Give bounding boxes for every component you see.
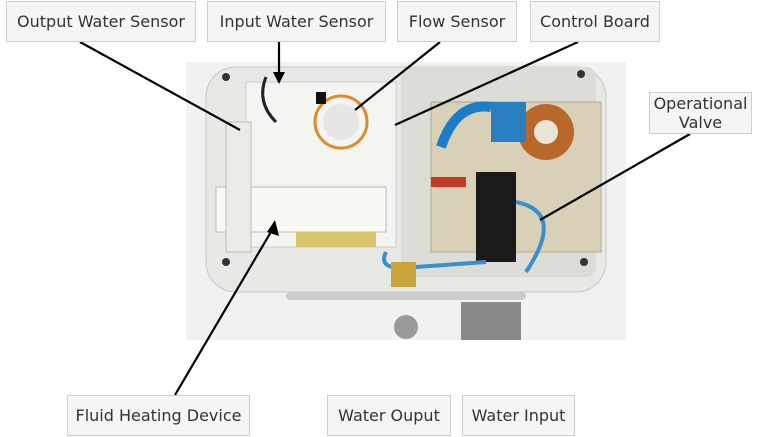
label-operational-valve: Operational Valve [649, 92, 752, 134]
label-water-input: Water Input [462, 395, 575, 436]
water-heater-photo [186, 62, 626, 340]
label-input-water-sensor: Input Water Sensor [207, 1, 386, 42]
label-control-board: Control Board [530, 1, 660, 42]
label-output-water-sensor: Output Water Sensor [6, 1, 196, 42]
label-water-output: Water Ouput [327, 395, 451, 436]
label-fluid-heating-device: Fluid Heating Device [67, 395, 250, 436]
label-flow-sensor: Flow Sensor [397, 1, 517, 42]
